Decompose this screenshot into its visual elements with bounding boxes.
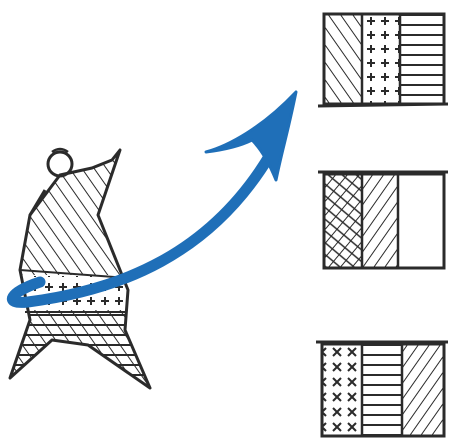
pattern-panel-2: [318, 172, 448, 268]
panel-3-x-marks: [322, 344, 362, 436]
panel-2-blank: [398, 174, 444, 268]
panel-1-diagonal-hatch: [324, 14, 362, 104]
panel-3-horizontal-lines: [362, 344, 402, 436]
panel-2-diagonal-hatch: [362, 174, 398, 268]
panel-2-crosshatch: [324, 174, 362, 268]
panel-1-horizontal-lines: [400, 14, 444, 104]
pattern-panel-1: [318, 14, 448, 106]
panel-3-diagonal-hatch: [402, 344, 444, 436]
arrow-head: [206, 92, 296, 180]
pattern-panel-3: [316, 342, 448, 436]
panel-1-plus-marks: [362, 14, 400, 104]
